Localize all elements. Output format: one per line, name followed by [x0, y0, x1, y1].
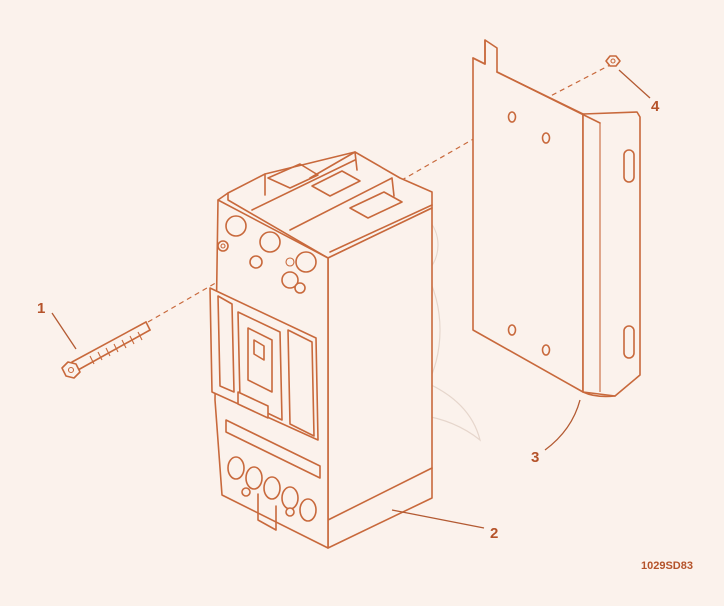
mounting-screw — [61, 321, 151, 379]
operating-handle — [237, 327, 273, 419]
nut — [605, 55, 621, 67]
callout-2: 2 — [490, 525, 498, 542]
drawing-code: 1029SD83 — [641, 560, 693, 572]
callout-3: 3 — [531, 449, 539, 466]
line-terminals — [217, 215, 317, 294]
load-terminals — [227, 456, 317, 522]
callout-1: 1 — [37, 300, 45, 317]
callout-4: 4 — [651, 98, 660, 115]
mounting-bracket — [472, 39, 641, 398]
circuit-breaker — [209, 151, 433, 549]
leader-lines — [51, 69, 651, 529]
